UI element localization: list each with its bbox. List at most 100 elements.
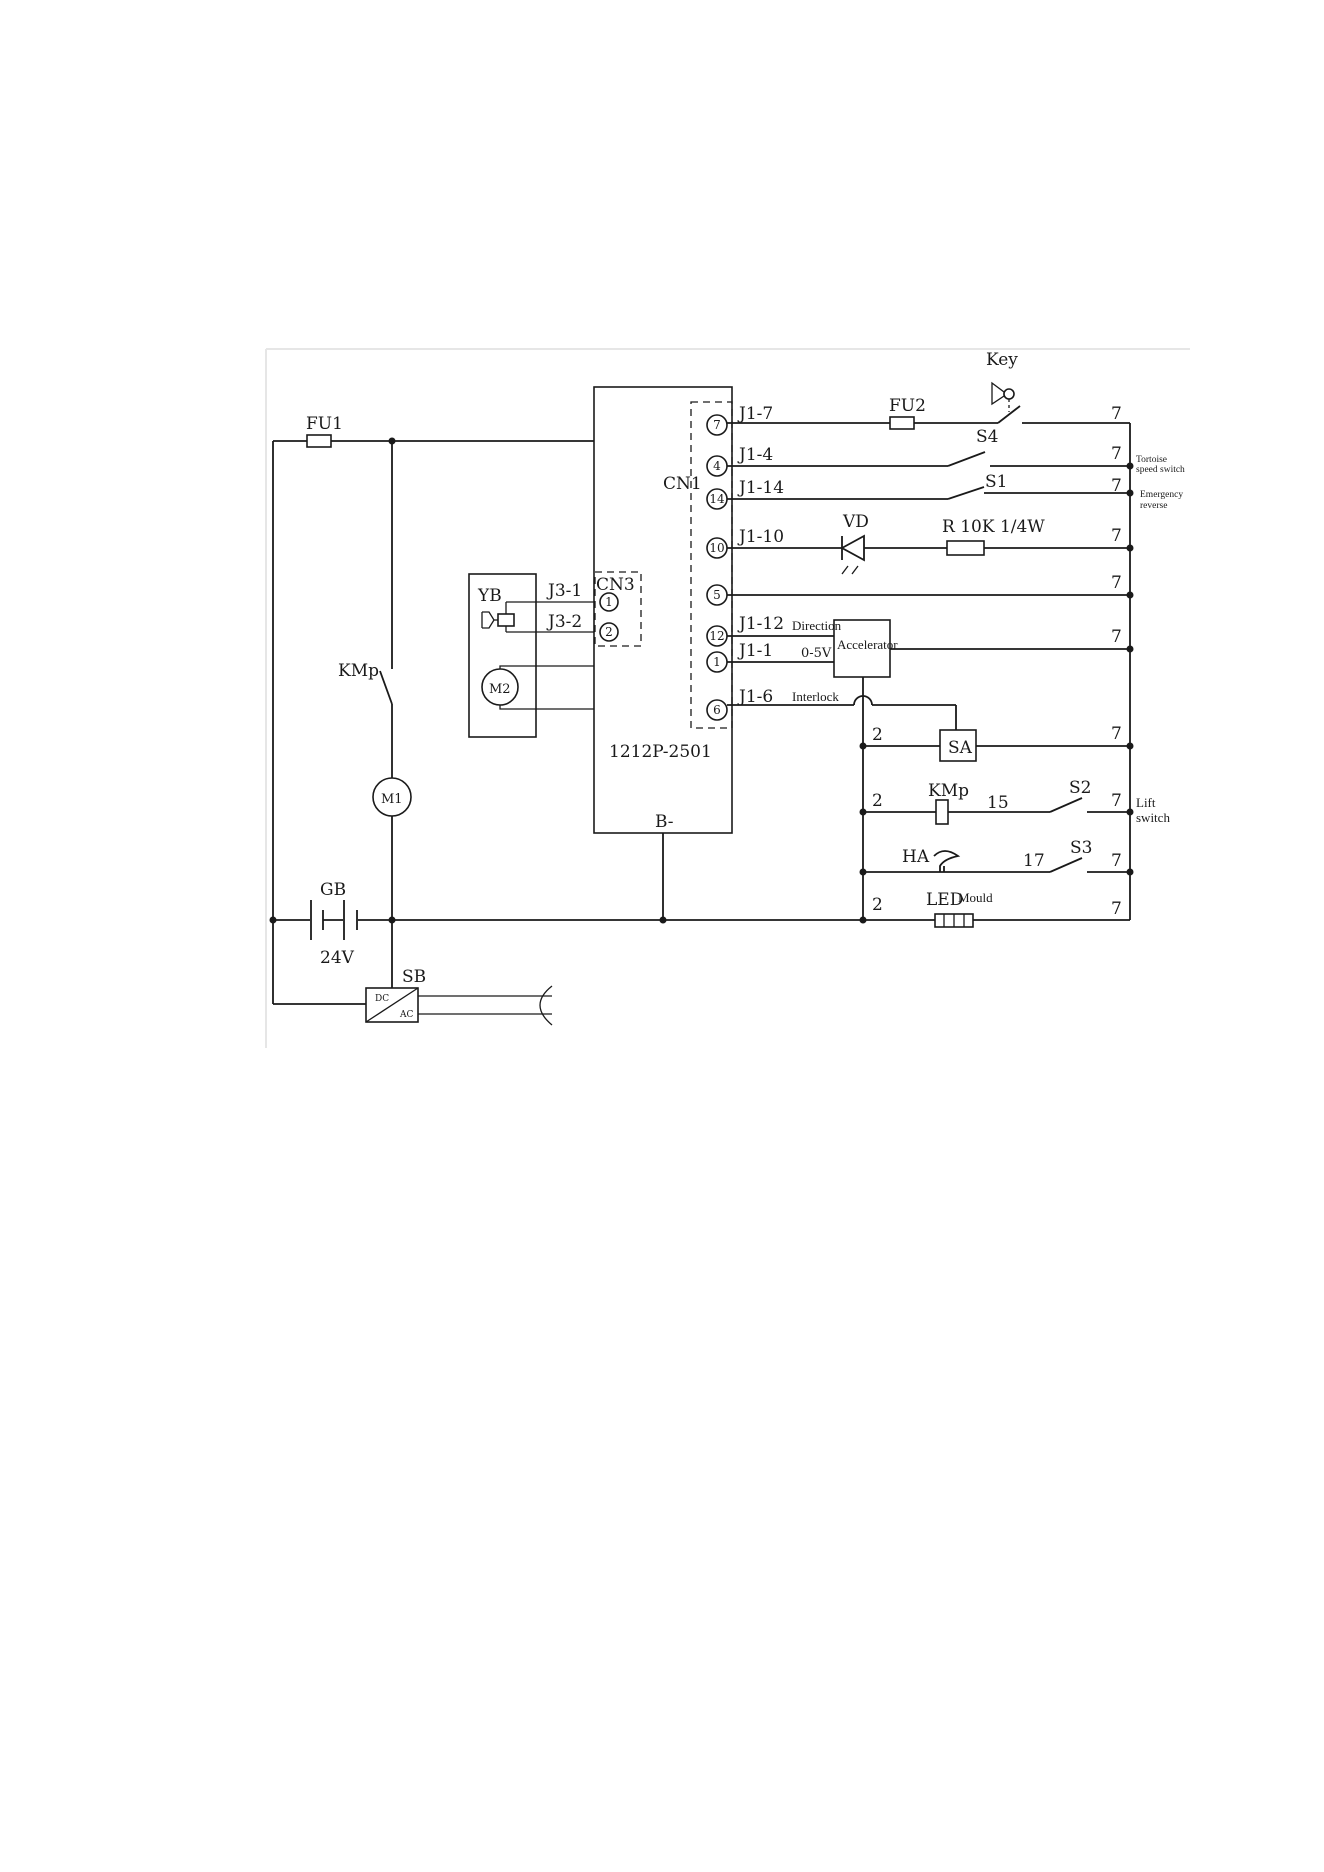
controller-model-label: 1212P-2501 [609,742,712,762]
wire-number: 7 [1111,526,1122,546]
gb-label: GB [320,880,346,900]
wire-number: 2 [872,895,883,915]
pump-unit-box [468,573,537,738]
j1-14-label: J1-14 [737,478,784,498]
fu1-label: FU1 [306,414,343,434]
switch-s1 [947,486,985,500]
cn1-pin [706,414,728,436]
key-label: Key [986,350,1018,370]
j3-1-label: J3-1 [546,581,582,601]
led-label: LED [926,890,963,910]
j1-1-label: J1-1 [737,641,773,661]
kmp-main-label: KMp [338,661,379,681]
cn1-pin-label: 12 [709,629,724,643]
ac-plug-icon [539,985,553,1026]
wire-number: 7 [1111,791,1122,811]
tortoise-switch [947,451,986,467]
s2-label: S2 [1069,778,1091,798]
diode-vd-icon [840,534,865,575]
mould-label: Mould [958,890,993,905]
wire-number: 7 [1111,627,1122,647]
s3-label: S3 [1070,838,1092,858]
tortoise-note: Tortoise [1136,455,1167,465]
wire-number: 7 [1111,851,1122,871]
cn1-pin-label: 14 [709,492,725,506]
emergency-note: reverse [1140,501,1167,511]
interlock-label: Interlock [792,689,839,704]
wire-number: 2 [872,725,883,745]
m2-label: M2 [489,682,511,697]
cn1-pin [706,699,728,721]
cn3-pin-label: 2 [605,625,613,639]
lift-switch-s2 [1049,797,1083,813]
ac-label: AC [399,1010,413,1020]
m1-label: M1 [381,792,403,807]
tortoise-note: speed switch [1136,465,1185,475]
key-switch-s4 [997,405,1021,424]
dc-label: DC [375,994,389,1004]
wire-number: 2 [872,791,883,811]
vd-label: VD [842,512,869,532]
cn1-connector [690,401,733,729]
j1-7-label: J1-7 [737,404,773,424]
horn-ha-icon [933,850,961,872]
cn3-pin-label: 1 [605,595,613,609]
sa-label: SA [948,738,973,758]
j1-12-label: J1-12 [737,614,784,634]
wire-number: 7 [1111,404,1122,424]
j1-6-label: J1-6 [737,687,773,707]
kmp-main-contact [379,670,393,705]
s4-label: S4 [976,427,998,447]
image-frame [265,348,1190,1048]
emergency-note: Emergency [1140,490,1183,500]
fuse-fu1 [306,434,332,448]
cn3-pin [599,592,619,612]
yb-label: YB [477,586,502,606]
voltage-range-label: 0-5V [801,646,832,661]
sb-label: SB [402,967,426,987]
cn1-pin-label: 4 [713,459,721,473]
wire-number: 7 [1111,573,1122,593]
controller-box [593,386,733,834]
battery-gb [310,900,358,940]
lift-note: switch [1136,810,1170,825]
cn3-pin [599,622,619,642]
wire-number: 7 [1111,899,1122,919]
accelerator-box [833,619,891,678]
cn1-pin-label: 6 [713,703,721,717]
j1-4-label: J1-4 [737,445,773,465]
fuse-fu2 [889,416,915,430]
cn3-label: CN3 [596,575,635,595]
led-mould [934,913,974,928]
fu2-label: FU2 [889,396,926,416]
lift-note: Lift [1136,795,1156,810]
j1-10-label: J1-10 [737,527,784,547]
ha-label: HA [902,847,930,867]
component-sa [939,729,977,762]
resistor-r [946,540,985,556]
s1-label: S1 [985,472,1007,492]
j3-2-label: J3-2 [546,612,582,632]
cn1-pin-label: 7 [713,418,721,432]
accelerator-label: Accelerator [837,637,898,652]
control-circuit: Key FU2 S4 J1-7 J1-4 Tortoise speed swit… [727,350,1185,928]
kmp-coil-label: KMp [928,781,969,801]
wire-number: 7 [1111,444,1122,464]
direction-label: Direction [792,618,842,633]
controller-1212p: 1212P-2501 B- CN3 1 2 CN1 7 4 14 10 5 12… [593,386,733,834]
cn1-pin-label: 5 [713,588,721,602]
resistor-label: R 10K 1/4W [942,517,1045,537]
switch-s3 [1049,857,1083,873]
key-icon [991,381,1005,406]
wire-number: 7 [1111,724,1122,744]
kmp-coil [935,799,949,825]
wire-17-label: 17 [1023,851,1045,871]
pump-unit: YB J3-1 J3-2 M2 M1 M2 [468,573,625,738]
voltage-label: 24V [320,948,355,968]
cn1-pin-label: 1 [713,655,721,669]
cn1-pin-label: 10 [709,541,724,555]
wire-15-label: 15 [987,793,1009,813]
wire-number: 7 [1111,476,1122,496]
cn1-label: CN1 [663,474,702,494]
